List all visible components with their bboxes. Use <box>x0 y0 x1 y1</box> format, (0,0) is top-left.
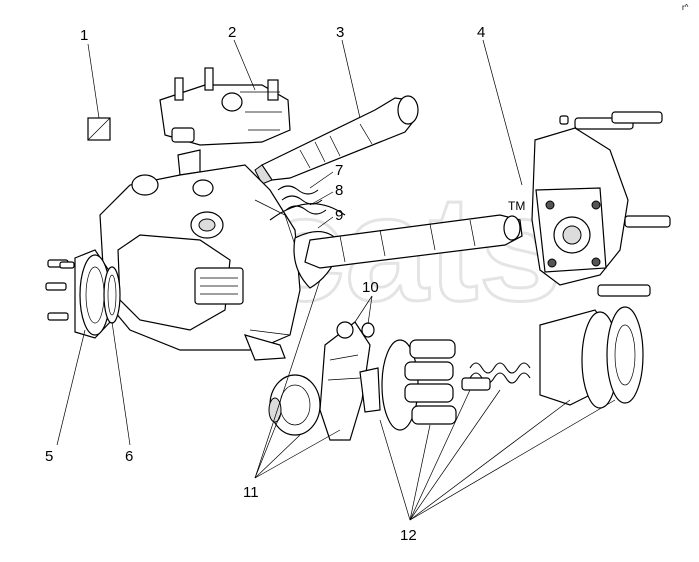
part-11-bearing <box>268 374 321 436</box>
piston-set <box>404 339 457 425</box>
trademark-mark: TM <box>508 199 525 213</box>
part-4-end-cover <box>531 111 671 297</box>
part-3-cylinder-rod <box>254 95 419 185</box>
part-12-rotary-group <box>381 306 644 431</box>
callout-1: 1 <box>80 27 88 44</box>
callout-5: 5 <box>45 448 53 465</box>
leader-lines <box>56 39 616 521</box>
part-6-seal-ring <box>103 266 121 324</box>
part-5-end-flange <box>45 249 113 339</box>
part-10-swashplate <box>319 321 381 441</box>
callout-11: 11 <box>243 484 259 501</box>
flange-bolts <box>45 259 75 321</box>
part-1-label-plate <box>87 117 111 141</box>
part-2-control-valve <box>159 67 291 176</box>
pump-housing <box>99 164 301 361</box>
cover-screws <box>559 111 671 297</box>
drive-shaft <box>304 214 523 269</box>
callout-2: 2 <box>228 24 236 41</box>
callout-12: 12 <box>400 527 417 544</box>
callout-labels: 1 2 3 4 5 6 7 8 9 10 11 12 <box>45 24 485 544</box>
callout-8: 8 <box>335 182 343 199</box>
callout-9: 9 <box>335 207 343 224</box>
corner-mark: r^ <box>682 3 689 12</box>
callout-4: 4 <box>477 24 485 41</box>
part-8-retaining-ring <box>269 203 346 221</box>
callout-3: 3 <box>336 24 344 41</box>
callout-6: 6 <box>125 448 133 465</box>
callout-7: 7 <box>335 162 343 179</box>
callout-10: 10 <box>362 279 379 296</box>
